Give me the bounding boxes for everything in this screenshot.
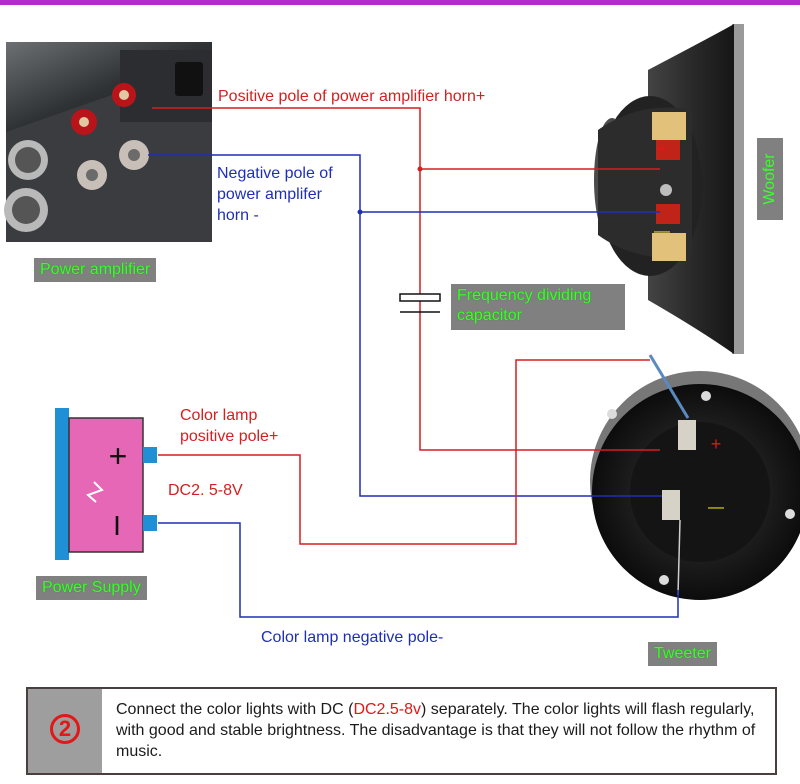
- power-amplifier-tag: Power amplifier: [34, 258, 157, 282]
- note-text: Connect the color lights with DC (DC2.5-…: [116, 699, 771, 762]
- power-supply-unit: + I: [55, 408, 157, 560]
- frequency-dividing-capacitor-symbol: [399, 293, 441, 313]
- power-supply-tag: Power Supply: [36, 576, 147, 600]
- tweeter-image: [590, 354, 800, 600]
- positive-horn-wire: [152, 107, 660, 451]
- note-text-part-2: ) separately. The color lights will flas…: [116, 701, 756, 760]
- dc-voltage-label: DC2. 5-8V: [168, 482, 243, 499]
- lamp-negative-wire: [158, 522, 679, 618]
- lamp-negative-label: Color lamp negative pole-: [261, 629, 444, 646]
- lamp-positive-wire: [158, 359, 650, 545]
- woofer-tag-text: Woofer: [761, 153, 778, 205]
- woofer-minus-mark: —: [654, 223, 670, 240]
- junction-dot: [357, 209, 363, 215]
- junction-dot: [417, 166, 423, 172]
- silver-binding-post: [77, 140, 149, 190]
- negative-horn-label-line-1: Negative pole of: [217, 165, 333, 182]
- note-text-part-1: Connect the color lights with DC (: [116, 701, 354, 718]
- capacitor-tag-line-2: capacitor: [457, 307, 522, 324]
- psu-minus-symbol: I: [113, 510, 121, 541]
- positive-horn-label: Positive pole of power amplifier horn+: [218, 88, 486, 105]
- woofer-image: [594, 24, 744, 354]
- negative-horn-label-line-3: horn -: [217, 207, 259, 224]
- tweeter-minus-mark: —: [708, 499, 724, 516]
- capacitor-tag: Frequency dividing capacitor: [451, 284, 625, 330]
- power-amplifier-image: [4, 42, 212, 242]
- lamp-positive-label-line-1: Color lamp: [180, 407, 258, 424]
- psu-plus-symbol: +: [109, 438, 128, 474]
- tweeter-tag: Tweeter: [648, 642, 717, 666]
- negative-horn-label-line-2: power amplifer: [217, 186, 322, 203]
- note-number-badge: 2: [28, 689, 102, 773]
- top-accent-bar: [0, 0, 800, 5]
- instruction-note: 2 Connect the color lights with DC (DC2.…: [26, 687, 777, 775]
- note-highlight: DC2.5-8v: [353, 701, 422, 718]
- tweeter-plus-mark: +: [711, 434, 722, 454]
- negative-horn-wire: [148, 154, 662, 497]
- capacitor-tag-line-1: Frequency dividing: [457, 287, 592, 304]
- woofer-tag: Woofer: [757, 138, 783, 220]
- note-number: 2: [50, 714, 80, 744]
- red-binding-post: [71, 83, 136, 135]
- woofer-plus-mark: +: [657, 139, 668, 159]
- lamp-positive-label-line-2: positive pole+: [180, 428, 279, 445]
- speakon-connector: [4, 140, 48, 232]
- lightning-icon: [86, 481, 104, 503]
